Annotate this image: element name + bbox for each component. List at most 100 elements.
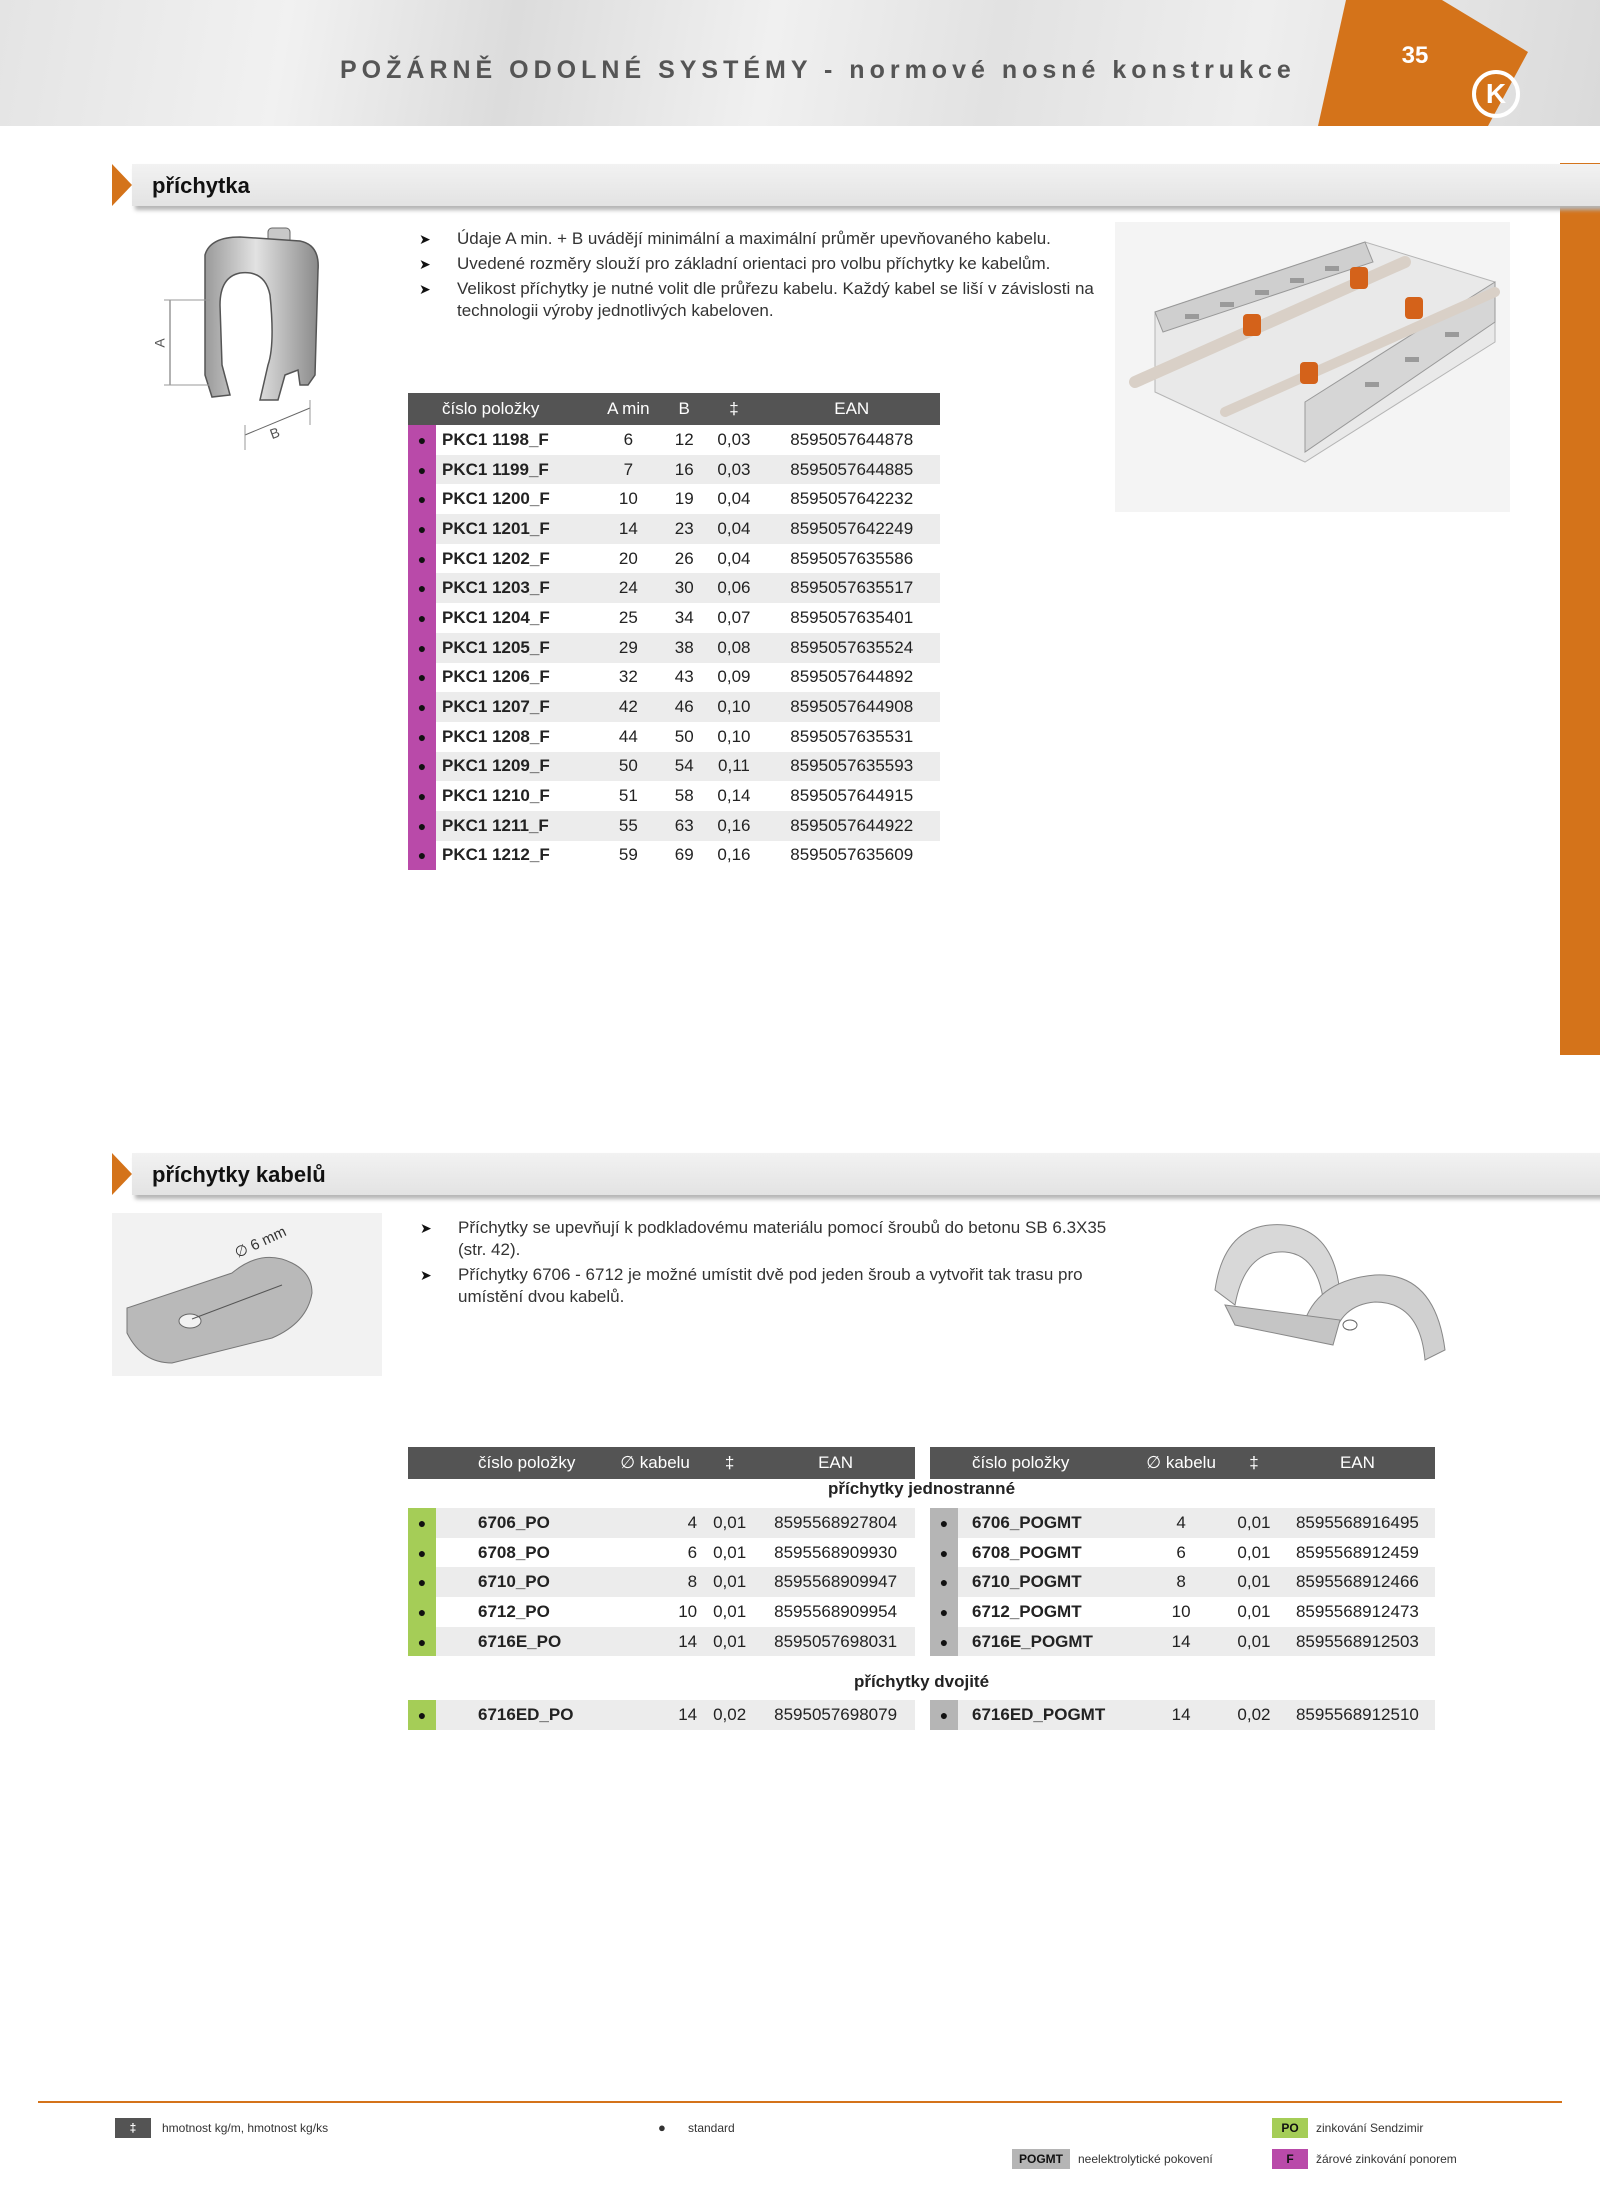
section-title: příchytka xyxy=(152,173,250,198)
arrow-bullet-icon: ➤ xyxy=(419,256,431,272)
standard-marker-icon: ● xyxy=(408,662,436,693)
section-title: příchytky kabelů xyxy=(152,1162,326,1187)
group-title-single: příchytky jednostranné xyxy=(827,1479,1016,1498)
section-heading-prichytky-kabelu: příchytky kabelů xyxy=(112,1153,1600,1195)
standard-marker-icon: ● xyxy=(408,721,436,752)
clamp-table: číslo položky A min B ‡ EAN ●PKC1 1198_F… xyxy=(408,393,940,871)
standard-marker-icon: ● xyxy=(408,1537,436,1568)
weight-legend-icon: ‡ xyxy=(115,2118,151,2138)
po-legend-badge: PO xyxy=(1272,2118,1308,2138)
standard-legend-icon: ● xyxy=(658,2120,666,2135)
standard-marker-icon: ● xyxy=(408,484,436,515)
group-title-double: příchytky dvojité xyxy=(853,1672,990,1691)
section1-notes: ➤Údaje A min. + B uvádějí minimální a ma… xyxy=(415,228,1115,325)
note-item: ➤Údaje A min. + B uvádějí minimální a ma… xyxy=(419,229,1051,248)
side-accent-bar xyxy=(1560,163,1600,1055)
standard-marker-icon: ● xyxy=(408,603,436,633)
arrow-bullet-icon: ➤ xyxy=(419,281,431,297)
col-header-item: číslo položky xyxy=(958,1447,1135,1479)
double-clip-photo xyxy=(1214,1224,1446,1361)
col-header-ean: EAN xyxy=(1279,1447,1435,1479)
dimension-label-a: A xyxy=(151,338,168,348)
brand-logo: K xyxy=(1472,70,1520,118)
standard-marker-icon: ● xyxy=(930,1537,958,1568)
weight-legend-text: hmotnost kg/m, hmotnost kg/ks xyxy=(162,2121,329,2135)
note-item: ➤Příchytky 6706 - 6712 je možné umístit … xyxy=(420,1265,1083,1306)
pogmt-legend-text: neelektrolytické pokovení xyxy=(1078,2152,1213,2166)
f-legend-badge: F xyxy=(1272,2149,1308,2169)
standard-marker-icon: ● xyxy=(408,1508,436,1538)
col-header-weight: ‡ xyxy=(1228,1447,1280,1479)
page-number: 35 xyxy=(1401,42,1429,69)
f-legend-text: žárové zinkování ponorem xyxy=(1316,2152,1457,2166)
cable-tray-photo xyxy=(1115,222,1510,512)
standard-marker-icon: ● xyxy=(408,514,436,544)
footer-rule xyxy=(38,2101,1562,2103)
standard-marker-icon: ● xyxy=(408,751,436,782)
standard-marker-icon: ● xyxy=(408,1567,436,1598)
col-header-item: číslo položky xyxy=(436,393,593,425)
section-heading-prichytka: příchytka xyxy=(112,164,1600,206)
standard-marker-icon: ● xyxy=(930,1626,958,1657)
col-header-b: B xyxy=(664,393,705,425)
standard-marker-icon: ● xyxy=(408,425,436,455)
clamp-drawing xyxy=(164,227,319,450)
standard-marker-icon: ● xyxy=(408,632,436,663)
standard-marker-icon: ● xyxy=(408,454,436,485)
col-header-diameter: ∅ kabelu xyxy=(607,1447,704,1479)
col-header-ean: EAN xyxy=(756,1447,915,1479)
arrow-bullet-icon: ➤ xyxy=(420,1267,432,1283)
col-header-weight: ‡ xyxy=(703,1447,757,1479)
col-header-ean: EAN xyxy=(763,393,940,425)
standard-marker-icon: ● xyxy=(408,573,436,604)
po-legend-text: zinkování Sendzimir xyxy=(1316,2121,1424,2135)
col-header-item: číslo položky xyxy=(436,1447,608,1479)
clip-table-pogmt: číslo položky ∅ kabelu ‡ EAN ●6706_POGMT… xyxy=(930,1447,1435,1731)
page-header-title: POŽÁRNĚ ODOLNÉ SYSTÉMY - normové nosné k… xyxy=(340,56,1296,84)
standard-marker-icon: ● xyxy=(408,1700,436,1731)
col-header-amin: A min xyxy=(592,393,664,425)
standard-marker-icon: ● xyxy=(930,1597,958,1627)
clip-drawing xyxy=(112,1213,382,1376)
section2-notes: ➤Příchytky se upevňují k podkladovému ma… xyxy=(416,1217,1106,1311)
standard-legend-text: standard xyxy=(688,2121,735,2135)
note-item: ➤Příchytky se upevňují k podkladovému ma… xyxy=(420,1218,1107,1259)
col-header-weight: ‡ xyxy=(704,393,764,425)
standard-marker-icon: ● xyxy=(408,1597,436,1627)
note-item: ➤Velikost příchytky je nutné volit dle p… xyxy=(419,279,1094,320)
col-header-diameter: ∅ kabelu xyxy=(1134,1447,1229,1479)
standard-marker-icon: ● xyxy=(408,840,436,871)
arrow-bullet-icon: ➤ xyxy=(419,231,431,247)
pogmt-legend-badge: POGMT xyxy=(1012,2149,1070,2169)
standard-marker-icon: ● xyxy=(408,781,436,811)
standard-marker-icon: ● xyxy=(408,692,436,722)
arrow-bullet-icon: ➤ xyxy=(420,1220,432,1236)
standard-marker-icon: ● xyxy=(408,810,436,841)
standard-marker-icon: ● xyxy=(930,1567,958,1598)
